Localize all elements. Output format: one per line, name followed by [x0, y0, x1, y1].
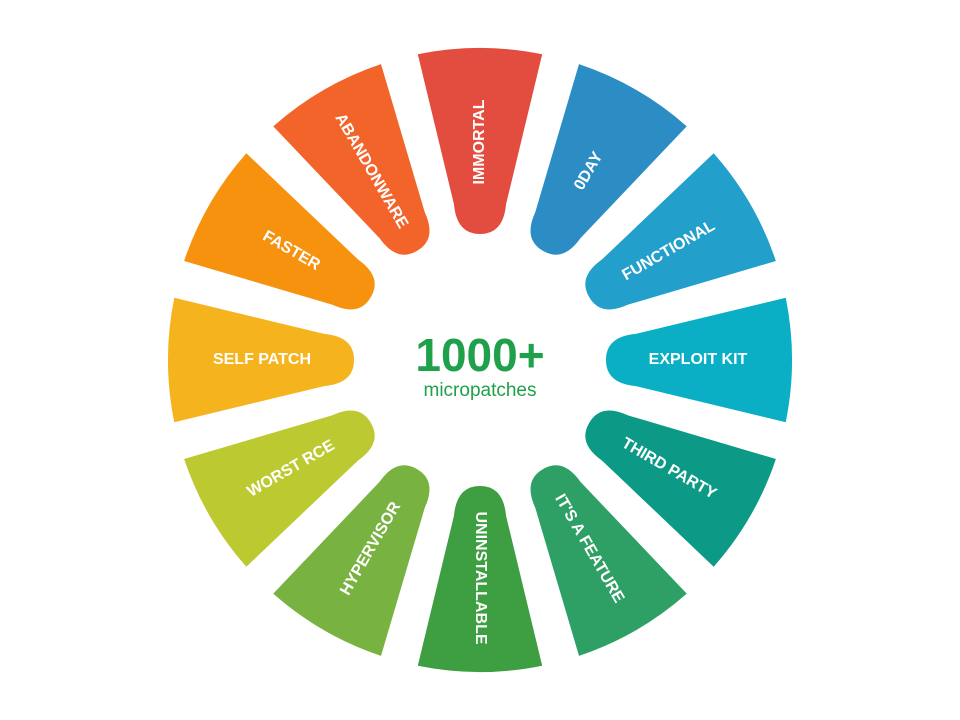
center-caption: micropatches [424, 380, 537, 401]
wheel-segment-it-s-a-feature [530, 465, 687, 656]
segment-label: EXPLOIT KIT [649, 351, 748, 368]
wheel-segment-worst-rce [184, 410, 375, 567]
wheel-segment-functional [585, 153, 776, 310]
wheel-segment-immortal [417, 47, 543, 235]
segment-label: SELF PATCH [213, 351, 311, 368]
segment-label: IMMORTAL [471, 99, 488, 184]
segment-label: UNINSTALLABLE [472, 511, 489, 644]
wheel-segment-self-patch [167, 297, 355, 423]
center-count: 1000+ [415, 329, 544, 381]
wheel-segment-exploit-kit [605, 297, 793, 423]
wheel-segment-uninstallable [417, 485, 543, 673]
wheel-segment-faster [184, 153, 375, 310]
wheel-segment-0day [530, 64, 687, 255]
wheel-segment-hypervisor [273, 465, 430, 656]
wheel-segment-abandonware [273, 64, 430, 255]
wheel-segment-third-party [585, 410, 776, 567]
